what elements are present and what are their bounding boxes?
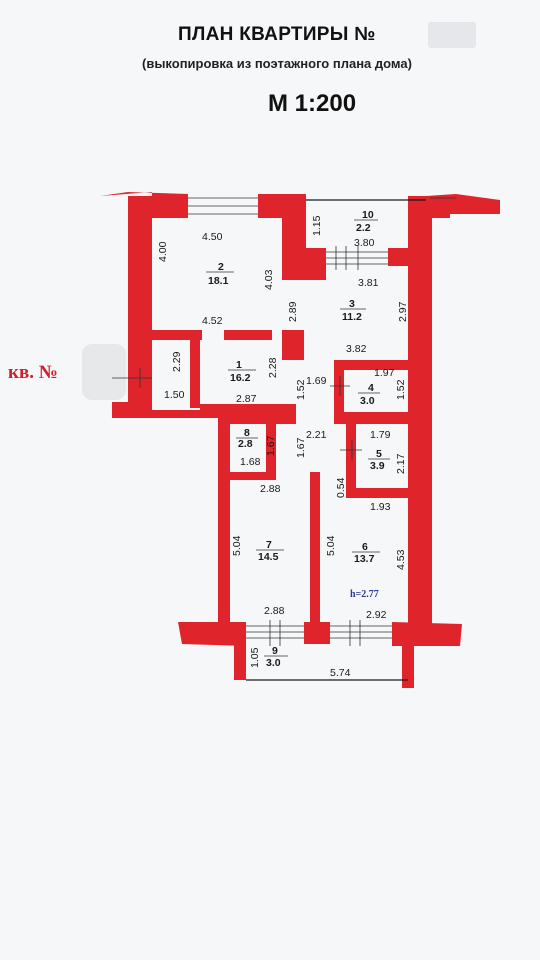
room-num-2: 2 [218, 261, 224, 273]
room-labels: 10 2.2 2 18.1 3 11.2 1 16.2 4 3.0 8 2.8 … [206, 209, 390, 669]
wall-closet8-right [266, 424, 276, 472]
wall-room1-pillar [294, 330, 304, 360]
dim-1-68: 1.68 [240, 456, 261, 468]
room-area-4: 3.0 [360, 395, 375, 407]
wall-bath5-bottom [346, 488, 408, 498]
dim-3-81: 3.81 [358, 277, 379, 289]
plan-lines [112, 197, 456, 681]
wall-top-right [426, 194, 500, 218]
dim-3-82: 3.82 [346, 343, 367, 355]
wall-bath5-left [346, 424, 356, 488]
dim-4-00: 4.00 [157, 241, 169, 262]
wall-room1-stub [282, 330, 294, 360]
wall-bath4-top [334, 360, 408, 370]
redacted-apartment-number [428, 22, 476, 48]
dim-2-92: 2.92 [366, 609, 387, 621]
redacted-neighbor-number [82, 344, 126, 400]
wall-bottom-mid [304, 622, 330, 644]
wall-bath4-bottom [334, 412, 408, 424]
dim-1-52b: 1.52 [395, 379, 407, 400]
dim-2-28: 2.28 [267, 357, 279, 378]
dim-2-17: 2.17 [395, 453, 407, 474]
dim-2-29: 2.29 [171, 351, 183, 372]
room-area-1: 16.2 [230, 372, 251, 384]
wall-balcony9-left [234, 640, 246, 680]
dim-4-53: 4.53 [395, 549, 407, 570]
dimension-labels: 4.50 4.00 4.03 4.52 2.29 1.50 2.28 2.87 … [157, 215, 409, 679]
room-num-1: 1 [236, 359, 242, 371]
dim-2-88b: 2.88 [264, 605, 285, 617]
dim-4-03: 4.03 [263, 269, 275, 290]
dim-1-97: 1.97 [374, 367, 395, 379]
dim-5-04b: 5.04 [325, 535, 337, 556]
wall-closet8-bottom [228, 472, 276, 480]
wall-room7-room6 [310, 472, 320, 624]
dim-1-15: 1.15 [311, 215, 323, 236]
dim-5-04a: 5.04 [231, 535, 243, 556]
wall-balcony10-bottom [306, 248, 326, 266]
room-num-6: 6 [362, 541, 368, 553]
wall-room2-bottom-right [282, 262, 326, 280]
room-area-3: 11.2 [342, 311, 362, 323]
dim-1-93: 1.93 [370, 501, 391, 513]
room-num-9: 9 [272, 645, 278, 657]
room-area-2: 18.1 [208, 275, 229, 287]
plan-title: ПЛАН КВАРТИРЫ № [178, 24, 376, 45]
plan-header: ПЛАН КВАРТИРЫ № (выкопировка из поэтажно… [0, 0, 540, 130]
dim-1-50: 1.50 [164, 389, 185, 401]
wall-balcony9-right [402, 640, 414, 688]
dim-2-97: 2.97 [397, 301, 409, 322]
dim-1-67b: 1.67 [295, 437, 307, 458]
dim-5-74: 5.74 [330, 667, 351, 679]
dim-1-69: 1.69 [306, 375, 327, 387]
room-area-6: 13.7 [354, 553, 375, 565]
wall-closet-right [190, 340, 200, 408]
room-num-4: 4 [368, 382, 374, 394]
plan-subtitle: (выкопировка из поэтажного плана дома) [142, 56, 412, 71]
dim-2-89: 2.89 [287, 301, 299, 322]
walls [100, 192, 500, 688]
room-area-7: 14.5 [258, 551, 279, 563]
dim-1-79: 1.79 [370, 429, 391, 441]
dim-2-88a: 2.88 [260, 483, 281, 495]
room-num-7: 7 [266, 539, 272, 551]
dim-2-21: 2.21 [306, 429, 327, 441]
wall-room2-room1 [152, 330, 202, 340]
wall-right [408, 196, 432, 636]
dim-4-52: 4.52 [202, 315, 223, 327]
room-area-9: 3.0 [266, 657, 281, 669]
neighbor-apartment-label: кв. № [8, 362, 58, 383]
wall-left-lower [218, 418, 230, 628]
room-num-10: 10 [362, 209, 374, 221]
room-area-5: 3.9 [370, 460, 385, 472]
wall-top-left [100, 192, 188, 218]
wall-balcony10-left [294, 194, 306, 254]
room-num-3: 3 [349, 298, 355, 310]
plan-scale: М 1:200 [268, 90, 357, 117]
dim-0-54: 0.54 [335, 477, 347, 498]
wall-bottom [178, 622, 246, 646]
room-num-8: 8 [244, 427, 250, 439]
ceiling-height-label: h=2.77 [350, 589, 379, 600]
dim-4-50: 4.50 [202, 231, 223, 243]
wall-room1-bottom [112, 402, 296, 424]
dim-1-52a: 1.52 [295, 379, 307, 400]
dim-2-87: 2.87 [236, 393, 257, 405]
wall-room2-room1-b [224, 330, 272, 340]
dim-1-67a: 1.67 [265, 435, 277, 456]
dim-3-80: 3.80 [354, 237, 375, 249]
room-area-10: 2.2 [356, 222, 371, 234]
room-num-5: 5 [376, 448, 382, 460]
dim-1-05: 1.05 [249, 647, 261, 668]
room-area-8: 2.8 [238, 438, 253, 450]
